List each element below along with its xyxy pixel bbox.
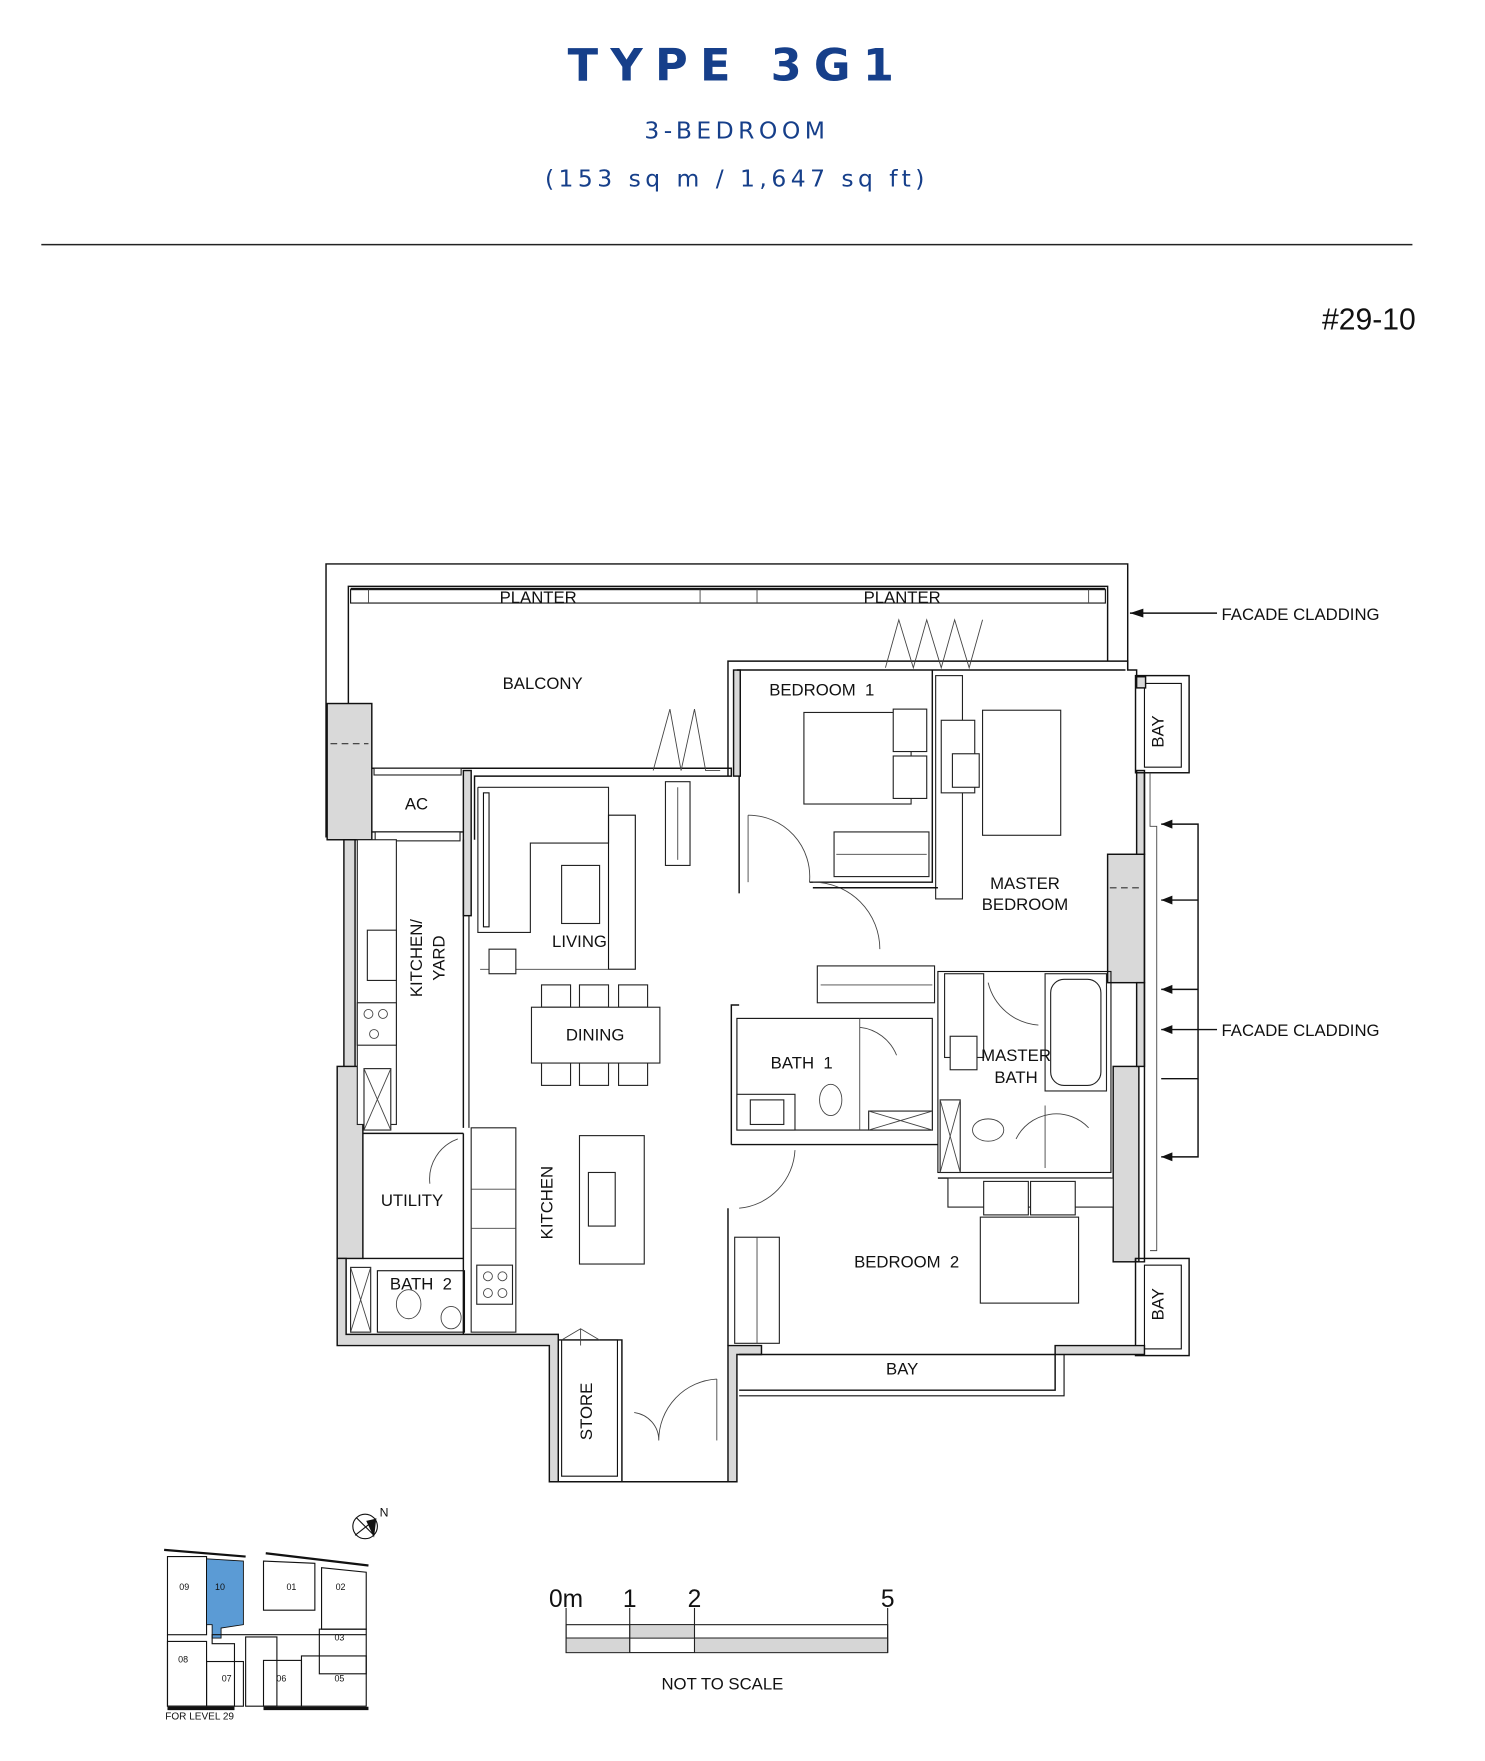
key-plan-unit-label: 07 <box>222 1674 232 1684</box>
label-balcony: BALCONY <box>503 674 583 693</box>
scale-tick-label: 0m <box>549 1586 583 1613</box>
label-utility: UTILITY <box>381 1191 443 1210</box>
label-bay-right: BAY <box>1148 1288 1167 1320</box>
label-kitchen-yard-1: KITCHEN/ <box>407 919 426 997</box>
label-planter-right: PLANTER <box>864 588 941 607</box>
key-plan-unit-label: 08 <box>178 1655 188 1665</box>
label-bedroom-1: BEDROOM 1 <box>769 681 874 700</box>
scale-note: NOT TO SCALE <box>661 1674 783 1693</box>
label-dining: DINING <box>566 1026 625 1045</box>
label-bath-1: BATH 1 <box>771 1054 833 1073</box>
label-master-bath-1: MASTER <box>981 1046 1051 1065</box>
key-plan-unit-label: 10 <box>215 1582 225 1592</box>
label-bay-bottom: BAY <box>886 1360 918 1379</box>
scale-tick-label: 5 <box>881 1586 895 1613</box>
north-compass-icon <box>352 1513 378 1540</box>
label-master-bath-2: BATH <box>994 1068 1037 1087</box>
scale-tick-label: 2 <box>688 1586 702 1613</box>
label-bedroom-2: BEDROOM 2 <box>854 1252 959 1271</box>
unit-number: #29-10 <box>1322 303 1416 336</box>
label-bath-2: BATH 2 <box>390 1275 452 1294</box>
label-master-bedroom-2: BEDROOM <box>982 895 1068 914</box>
key-plan: 09 10 01 02 03 08 07 06 05 FOR LEVEL 29 … <box>164 1505 389 1723</box>
key-plan-unit-label: 02 <box>336 1582 346 1592</box>
key-plan-unit-label: 09 <box>179 1582 189 1592</box>
floor-plan <box>325 563 1218 1483</box>
label-ac: AC <box>405 795 428 814</box>
key-plan-unit-label: 03 <box>334 1632 344 1642</box>
plan-subtitle: 3-BEDROOM <box>644 117 829 145</box>
label-master-bedroom-1: MASTER <box>990 874 1060 893</box>
label-store: STORE <box>577 1383 596 1440</box>
label-planter-left: PLANTER <box>500 588 577 607</box>
planter-strip <box>350 589 1106 604</box>
label-bay-top: BAY <box>1148 715 1167 747</box>
key-plan-unit-10-highlight <box>206 1558 244 1639</box>
label-facade-cladding-top: FACADE CLADDING <box>1221 605 1379 624</box>
key-plan-unit-label: 06 <box>276 1674 286 1684</box>
scale-bar: 0m 1 2 5 NOT TO SCALE <box>549 1586 894 1694</box>
key-plan-caption: FOR LEVEL 29 <box>165 1712 234 1723</box>
plan-title: TYPE 3G1 <box>568 39 907 91</box>
label-kitchen-yard-2: YARD <box>429 935 448 980</box>
plan-area: (153 sq m / 1,647 sq ft) <box>545 165 929 193</box>
north-label: N <box>380 1505 389 1519</box>
key-plan-unit-label: 01 <box>286 1582 296 1592</box>
room-labels: PLANTER PLANTER BALCONY BEDROOM 1 BAY AC… <box>381 588 1380 1440</box>
label-kitchen: KITCHEN <box>538 1166 557 1239</box>
label-living: LIVING <box>552 932 607 951</box>
label-facade-cladding-mid: FACADE CLADDING <box>1221 1021 1379 1040</box>
key-plan-unit-label: 05 <box>334 1674 344 1684</box>
scale-tick-label: 1 <box>623 1586 637 1613</box>
